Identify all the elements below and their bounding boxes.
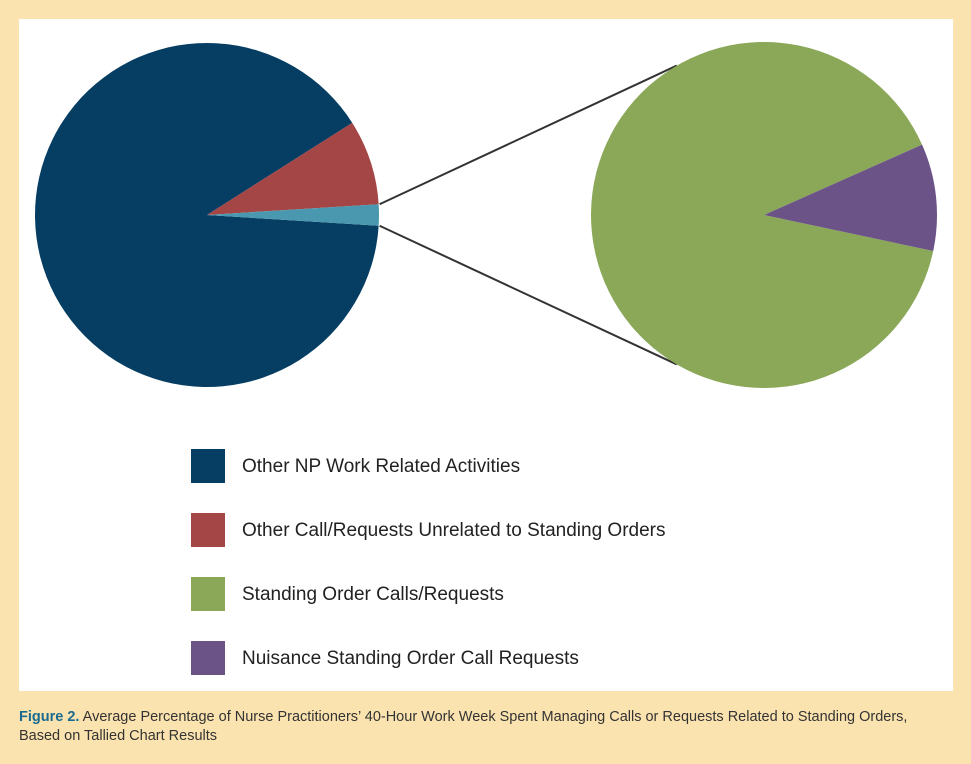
legend-label: Nuisance Standing Order Call Requests	[242, 648, 579, 669]
legend-item-other-calls-unrelated: Other Call/Requests Unrelated to Standin…	[191, 513, 791, 547]
connector-lines	[379, 64, 678, 366]
legend-swatch	[191, 577, 225, 611]
legend-swatch	[191, 641, 225, 675]
connector-line-bottom	[379, 224, 678, 366]
main-slice-standing-order-calls-requests	[207, 204, 379, 226]
secondary-slice-nuisance-standing-order-call-requests	[764, 144, 937, 251]
connector-line-top	[379, 64, 678, 206]
pie-of-pie-chart	[34, 42, 937, 389]
secondary-slice-standing-order-calls-requests	[590, 42, 934, 389]
figure-label: Figure 2.	[19, 709, 80, 725]
legend-label: Other Call/Requests Unrelated to Standin…	[242, 520, 666, 541]
caption-text: Average Percentage of Nurse Practitioner…	[19, 709, 908, 744]
secondary-pie	[590, 42, 937, 389]
legend-item-nuisance-calls: Nuisance Standing Order Call Requests	[191, 641, 791, 675]
legend-swatch	[191, 449, 225, 483]
legend-label: Standing Order Calls/Requests	[242, 584, 504, 605]
legend-item-standing-order-calls: Standing Order Calls/Requests	[191, 577, 791, 611]
main-slice-other-call-requests-unrelated-to-standing-orders	[207, 122, 379, 215]
legend-label: Other NP Work Related Activities	[242, 456, 521, 477]
main-slice-other-np-work-related-activities	[34, 42, 379, 387]
legend-item-other-np-work: Other NP Work Related Activities	[191, 449, 791, 483]
chart-panel: Other NP Work Related Activities Other C…	[19, 19, 953, 691]
figure-caption: Figure 2. Average Percentage of Nurse Pr…	[19, 708, 939, 746]
legend-swatch	[191, 513, 225, 547]
main-pie	[34, 42, 379, 387]
